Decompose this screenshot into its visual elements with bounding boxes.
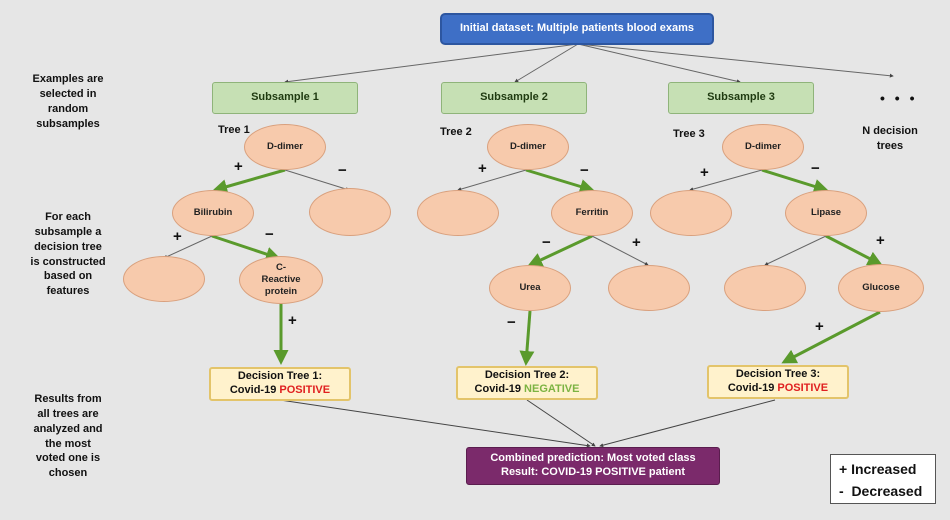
edge-t3-right-rr — [825, 234, 883, 266]
legend-increased: + Increased — [839, 461, 917, 477]
t3-lipase-node: Lipase — [785, 190, 867, 236]
tree-3-label: Tree 3 — [673, 128, 705, 140]
edge-root-sub2 — [514, 43, 579, 83]
edge-root-sub3 — [577, 43, 741, 84]
t2-minus-sign: − — [580, 162, 589, 179]
edge-t1-left-ll — [163, 235, 213, 259]
t3-minus-sign: − — [811, 160, 820, 177]
t2-urea-minus-sign: − — [507, 314, 516, 331]
t2-ferritin-plus-sign: + — [632, 234, 641, 251]
edge-t2-right-rl — [527, 234, 593, 267]
subsample-3-box: Subsample 3 — [668, 82, 814, 114]
tree-1-label: Tree 1 — [218, 124, 250, 136]
edge-r3-combined — [599, 399, 776, 448]
t1-ddimer-node: D-dimer — [244, 124, 326, 170]
edge-t1-left-lr — [211, 234, 281, 262]
legend-box: + Increased - Decreased — [830, 454, 936, 504]
edge-t2-root-right — [525, 168, 595, 194]
t3-ddimer-node: D-dimer — [722, 124, 804, 170]
decision-tree-3-result: Decision Tree 3: Covid-19 POSITIVE — [707, 365, 849, 399]
initial-dataset-box: Initial dataset: Multiple patients blood… — [440, 13, 714, 45]
subsample-2-box: Subsample 2 — [441, 82, 587, 114]
t1-left-minus-sign: − — [265, 226, 274, 243]
t2-left-empty-node — [417, 190, 499, 236]
edge-t2-to-result — [519, 310, 535, 366]
edge-t3-to-result — [781, 310, 881, 364]
t1-leftleft-empty-node — [123, 256, 205, 302]
t2-plus-sign: + — [478, 160, 487, 177]
edge-r2-combined — [526, 399, 596, 447]
t2-urea-node: Urea — [489, 265, 571, 311]
edge-t1-root-left — [212, 168, 286, 194]
decision-tree-1-result: Decision Tree 1: Covid-19 POSITIVE — [209, 367, 351, 401]
tree-2-label: Tree 2 — [440, 126, 472, 138]
t3-plus-sign: + — [700, 164, 709, 181]
edge-t3-root-left — [689, 169, 763, 192]
edge-t2-root-left — [457, 169, 527, 192]
legend-decreased: - Decreased — [839, 483, 923, 499]
subsample-1-box: Subsample 1 — [212, 82, 358, 114]
t3-left-empty-node — [650, 190, 732, 236]
t2-ddimer-node: D-dimer — [487, 124, 569, 170]
edge-t1-root-right — [284, 169, 350, 191]
t1-left-plus-sign: + — [173, 228, 182, 245]
t3-glucose-plus-sign: + — [815, 318, 824, 335]
t1-right-empty-node — [309, 188, 391, 236]
t3-rightleft-empty-node — [724, 265, 806, 311]
more-trees-ellipsis: • • • — [880, 90, 918, 106]
edge-t2-right-rr — [591, 235, 649, 266]
edge-t3-root-right — [761, 168, 829, 194]
t2-ferritin-node: Ferritin — [551, 190, 633, 236]
t2-rightright-empty-node — [608, 265, 690, 311]
combined-prediction-box: Combined prediction: Most voted class Re… — [466, 447, 720, 485]
t3-glucose-node: Glucose — [838, 264, 924, 312]
edge-r1-combined — [279, 399, 591, 448]
edge-root-sub1 — [284, 43, 579, 84]
t3-lipase-plus-sign: + — [876, 232, 885, 249]
t1-plus-sign: + — [234, 158, 243, 175]
t1-minus-sign: − — [338, 162, 347, 179]
t2-ferritin-minus-sign: − — [542, 234, 551, 251]
edge-t3-right-rl — [764, 235, 827, 266]
t1-bilirubin-node: Bilirubin — [172, 190, 254, 236]
decision-tree-2-result: Decision Tree 2: Covid-19 NEGATIVE — [456, 366, 598, 400]
edge-root-more — [577, 43, 894, 78]
t1-crp-plus-sign: + — [288, 312, 297, 329]
